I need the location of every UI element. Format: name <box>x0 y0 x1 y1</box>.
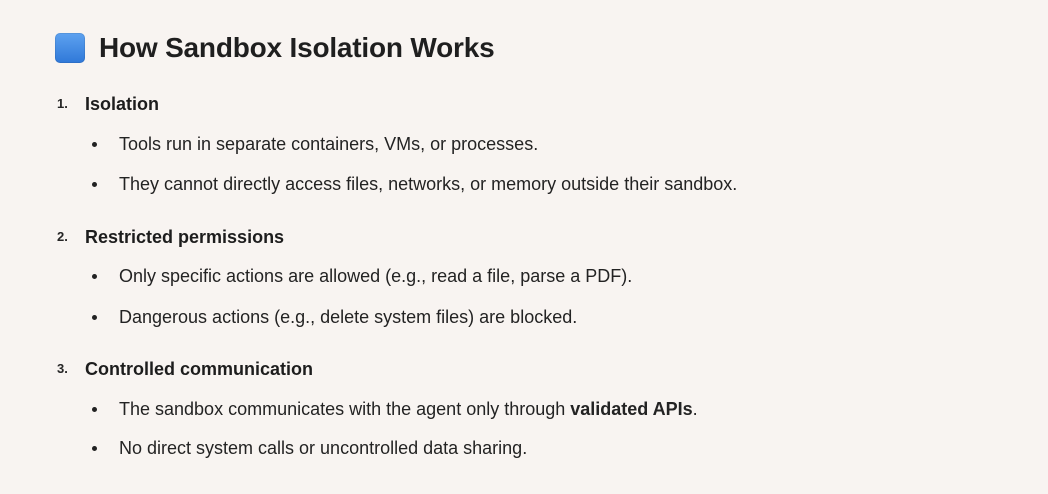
list-item: They cannot directly access files, netwo… <box>92 170 737 198</box>
blue-square-icon <box>55 33 85 63</box>
list-item-text: Dangerous actions (e.g., delete system f… <box>119 307 578 327</box>
section-heading: 1. Isolation <box>57 91 159 117</box>
section-number: 2. <box>57 229 68 244</box>
section-heading: 3. Controlled communication <box>57 356 313 382</box>
bullet-icon <box>92 141 97 147</box>
list-item-text: No direct system calls or uncontrolled d… <box>119 438 528 458</box>
bullet-icon <box>92 406 97 412</box>
list-item: No direct system calls or uncontrolled d… <box>92 434 527 462</box>
list-item-text: Tools run in separate containers, VMs, o… <box>119 134 539 154</box>
bullet-icon <box>92 314 97 320</box>
validated-apis-emphasis: validated APIs <box>570 399 693 419</box>
list-item: Only specific actions are allowed (e.g.,… <box>92 262 632 290</box>
section-heading: 2. Restricted permissions <box>57 224 284 250</box>
list-item-text: Only specific actions are allowed (e.g.,… <box>119 266 633 286</box>
list-item: Tools run in separate containers, VMs, o… <box>92 130 538 158</box>
list-item: Dangerous actions (e.g., delete system f… <box>92 303 577 331</box>
section-title: Isolation <box>85 94 160 114</box>
list-item-text: The sandbox communicates with the agent … <box>119 395 698 423</box>
bullet-icon <box>92 445 97 451</box>
section-number: 3. <box>57 361 68 376</box>
list-item-text-after: . <box>692 399 698 419</box>
section-title: Controlled communication <box>85 359 314 379</box>
page-title: How Sandbox Isolation Works <box>55 29 495 67</box>
list-item-text-before: The sandbox communicates with the agent … <box>119 399 571 419</box>
section-title: Restricted permissions <box>85 227 285 247</box>
page-title-text: How Sandbox Isolation Works <box>99 32 495 63</box>
list-item-text: They cannot directly access files, netwo… <box>119 174 738 194</box>
bullet-icon <box>92 273 97 279</box>
section-number: 1. <box>57 96 68 111</box>
list-item: The sandbox communicates with the agent … <box>92 395 698 423</box>
bullet-icon <box>92 181 97 187</box>
